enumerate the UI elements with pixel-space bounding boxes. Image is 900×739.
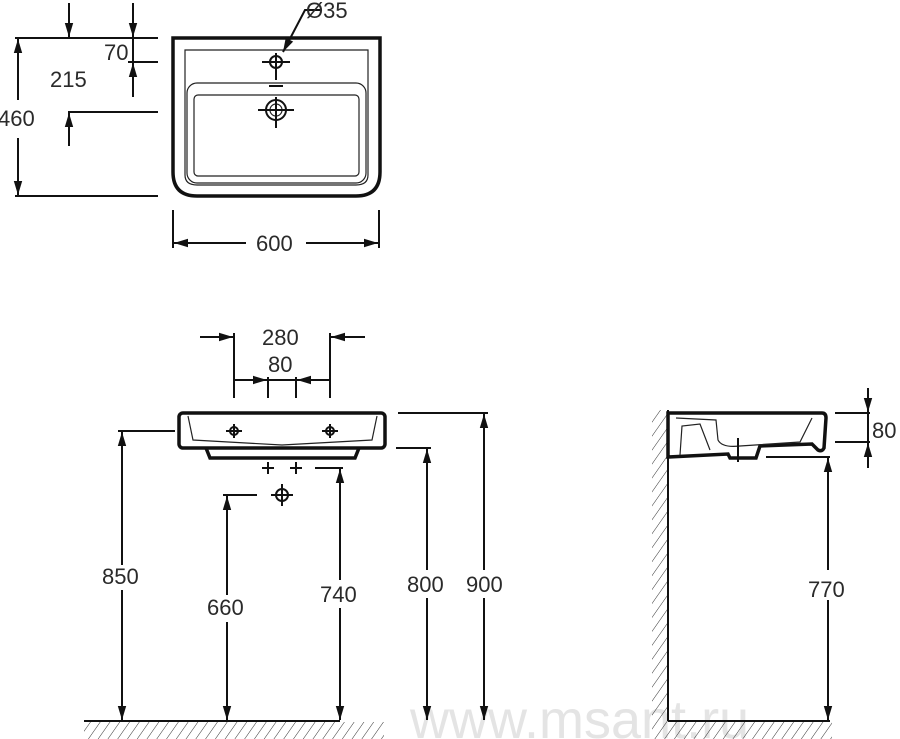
label-tap-span: 280 — [262, 325, 299, 350]
top-view: Ø35 70 215 460 600 — [0, 0, 382, 256]
rim-line — [184, 49, 369, 186]
label-width: 600 — [256, 231, 293, 256]
label-height-trap: 660 — [207, 595, 244, 620]
side-view: 80 770 — [652, 388, 896, 739]
label-height-rim: 900 — [466, 572, 503, 597]
bowl-outline — [186, 82, 367, 184]
label-height-outlet: 740 — [320, 582, 357, 607]
drain-icon — [258, 97, 294, 128]
label-drain-offset: 215 — [50, 67, 87, 92]
label-height-bottom: 800 — [407, 572, 444, 597]
label-height-rim-back: 850 — [102, 564, 139, 589]
tap-hole-icon — [262, 53, 290, 87]
label-depth: 460 — [0, 106, 35, 131]
label-height-underside: 770 — [808, 577, 845, 602]
basin-outline-top — [171, 36, 382, 198]
label-tap-offset: 70 — [104, 40, 128, 65]
front-view: 280 80 850 660 740 800 900 — [84, 325, 503, 739]
floor-hatch-side — [668, 722, 832, 739]
label-basin-height: 80 — [872, 418, 896, 443]
basin-outline-side — [666, 411, 828, 460]
basin-outline-front — [177, 411, 387, 450]
floor-hatch — [84, 722, 384, 739]
label-hole-diameter: Ø35 — [306, 0, 348, 23]
wall-hatch — [652, 410, 668, 739]
label-inner-span: 80 — [268, 352, 292, 377]
tap-cross-icon — [226, 424, 338, 506]
bowl-inner — [193, 94, 360, 177]
